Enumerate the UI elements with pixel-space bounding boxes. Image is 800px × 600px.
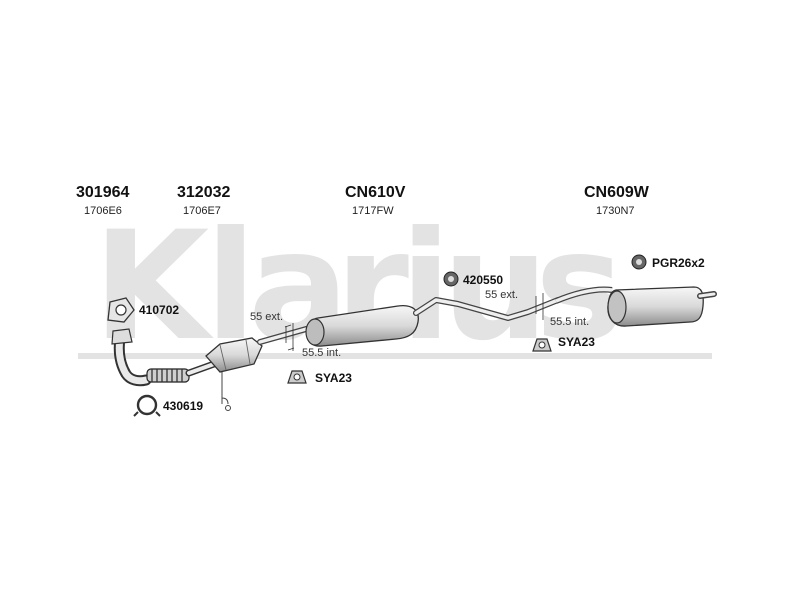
part-ref: 1717FW xyxy=(352,205,394,217)
rubber-mount-icon xyxy=(631,254,647,270)
watermark-underline xyxy=(78,353,712,359)
front-downpipe xyxy=(111,328,152,387)
hanger-label: SYA23 xyxy=(315,371,352,385)
watermark-letter: l xyxy=(205,200,257,374)
clamp-icon xyxy=(133,394,161,417)
part-code: 312032 xyxy=(177,184,231,201)
flexible-pipe xyxy=(146,360,218,383)
bracket-icon xyxy=(443,271,459,287)
catalytic-converter xyxy=(205,337,263,411)
gasket-label: 410702 xyxy=(139,303,180,317)
part-code: CN610V xyxy=(345,184,406,201)
clamp-label: 430619 xyxy=(163,399,204,413)
int-diameter-note: 55.5 int. xyxy=(302,347,342,359)
part-code: CN609W xyxy=(584,184,649,201)
int-diameter-note: 55.5 int. xyxy=(550,316,590,328)
ext-diameter-note: 55 ext. xyxy=(485,289,519,301)
hanger-label: SYA23 xyxy=(558,335,595,349)
watermark-letter: u xyxy=(442,200,549,374)
gasket-icon xyxy=(107,297,135,323)
rubber-mount-label: PGR26x2 xyxy=(652,256,705,270)
part-ref: 1706E7 xyxy=(183,205,221,217)
part-ref: 1706E6 xyxy=(84,205,122,217)
watermark-letter: i xyxy=(400,200,452,374)
hanger-icon xyxy=(287,370,307,384)
ext-diameter-note: 55 ext. xyxy=(250,311,284,323)
connecting-pipe-right xyxy=(413,293,561,321)
bracket-label: 420550 xyxy=(463,273,504,287)
part-ref: 1730N7 xyxy=(596,205,635,217)
centre-silencer xyxy=(305,304,419,347)
part-code: 301964 xyxy=(76,184,130,201)
rear-silencer xyxy=(554,286,717,327)
hanger-icon xyxy=(532,338,552,352)
